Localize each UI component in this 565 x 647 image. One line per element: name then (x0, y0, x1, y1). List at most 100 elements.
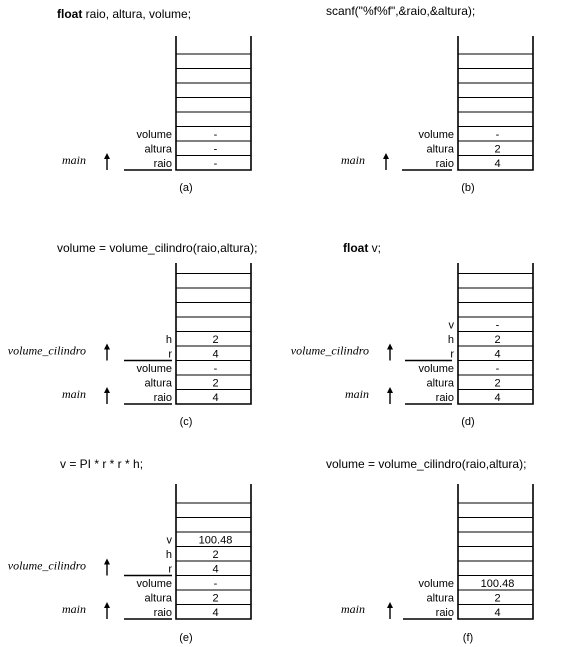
variable-value: - (496, 363, 500, 375)
variable-value: 2 (212, 334, 218, 346)
variable-label: raio (154, 158, 172, 170)
variable-value: 4 (494, 392, 500, 404)
frame-main: main (62, 387, 172, 405)
stack-outline (457, 36, 534, 171)
up-arrow-icon (104, 343, 110, 350)
stack-panel-c: volume = volume_cilindro(raio,altura);ra… (8, 241, 258, 428)
variable-value: 2 (212, 377, 218, 389)
variable-label: r (168, 563, 172, 575)
variable-value: 4 (212, 348, 218, 360)
frame-name: main (62, 602, 86, 616)
stack-outline (457, 263, 534, 405)
stack-outline (457, 484, 534, 620)
frame-name: main (345, 387, 369, 401)
variable-label: h (448, 334, 454, 346)
variable-label: v (167, 534, 173, 546)
variable-label: raio (436, 607, 454, 619)
up-arrow-icon (104, 387, 110, 393)
frame-main: main (341, 602, 452, 620)
frame-main: main (62, 153, 172, 171)
variable-value: - (214, 578, 218, 590)
panel-caption: (c) (180, 416, 193, 428)
variable-value: 100.48 (199, 534, 233, 546)
stack-outline (175, 484, 252, 620)
variable-label: altura (426, 592, 454, 604)
variable-label: r (450, 348, 454, 360)
panel-caption: (a) (179, 182, 192, 194)
panel-caption: (d) (461, 416, 474, 428)
code-line: volume = volume_cilindro(raio,altura); (326, 457, 526, 471)
code-line: float raio, altura, volume; (57, 7, 191, 21)
frame-name: main (341, 602, 365, 616)
code-line: float v; (343, 241, 381, 255)
frame-name: main (62, 387, 86, 401)
variable-label: raio (436, 158, 454, 170)
variable-value: 2 (494, 592, 500, 604)
code-line: scanf("%f%f",&raio,&altura); (326, 4, 475, 18)
up-arrow-icon (104, 602, 110, 608)
variable-label: h (166, 334, 172, 346)
variable-label: volume (419, 129, 454, 141)
variable-label: altura (426, 377, 454, 389)
frame-name: volume_cilindro (8, 344, 86, 358)
stack-panel-b: scanf("%f%f",&raio,&altura); raio 4 altura 2… (326, 4, 534, 194)
panel-caption: (e) (179, 632, 192, 644)
variable-label: r (168, 348, 172, 360)
variable-label: volume (419, 363, 454, 375)
variable-value: 4 (212, 563, 218, 575)
variable-label: raio (154, 392, 172, 404)
frame-name: main (62, 153, 86, 167)
frame-main: main (341, 153, 452, 171)
variable-value: - (214, 158, 218, 170)
up-arrow-icon (104, 153, 110, 159)
variable-label: altura (426, 143, 454, 155)
up-arrow-icon (104, 558, 110, 565)
frame-main: main (345, 387, 452, 405)
variable-value: - (496, 129, 500, 141)
frame-name: main (341, 153, 365, 167)
panel-caption: (f) (463, 632, 473, 644)
up-arrow-icon (387, 343, 393, 350)
code-line: v = PI * r * r * h; (60, 457, 143, 471)
variable-label: volume (137, 363, 172, 375)
stack-panel-f: volume = volume_cilindro(raio,altura);ra… (326, 457, 534, 644)
variable-value: - (214, 363, 218, 375)
variable-value: - (214, 129, 218, 141)
variable-label: altura (144, 143, 172, 155)
frame-name: volume_cilindro (291, 344, 369, 358)
variable-label: altura (144, 592, 172, 604)
variable-label: volume (419, 578, 454, 590)
up-arrow-icon (387, 602, 393, 608)
up-arrow-icon (383, 153, 389, 159)
stack-panel-e: v = PI * r * r * h; raio 4 altura 2 volume - r 4… (8, 457, 252, 644)
variable-value: 4 (494, 158, 500, 170)
variable-value: 2 (212, 549, 218, 561)
variable-value: 2 (494, 334, 500, 346)
variable-value: 100.48 (481, 578, 515, 590)
variable-label: altura (144, 377, 172, 389)
variable-label: volume (137, 578, 172, 590)
variable-value: 2 (494, 143, 500, 155)
variable-value: 2 (212, 592, 218, 604)
variable-value: - (496, 319, 500, 331)
frame-volume-cilindro: volume_cilindro (8, 343, 172, 362)
stack-outline (175, 263, 252, 405)
frame-name: volume_cilindro (8, 559, 86, 573)
variable-value: 4 (494, 348, 500, 360)
variable-value: 4 (212, 607, 218, 619)
variable-value: 4 (212, 392, 218, 404)
variable-label: v (449, 319, 455, 331)
up-arrow-icon (387, 387, 393, 393)
variable-label: raio (154, 607, 172, 619)
variable-value: 4 (494, 607, 500, 619)
variable-value: - (214, 143, 218, 155)
panel-caption: (b) (461, 182, 474, 194)
variable-label: volume (137, 129, 172, 141)
frame-main: main (62, 602, 172, 620)
stack-panel-a: float raio, altura, volume; raio - altura - v… (57, 7, 252, 194)
frame-volume-cilindro: volume_cilindro (8, 558, 172, 577)
variable-label: raio (436, 392, 454, 404)
variable-label: h (166, 549, 172, 561)
